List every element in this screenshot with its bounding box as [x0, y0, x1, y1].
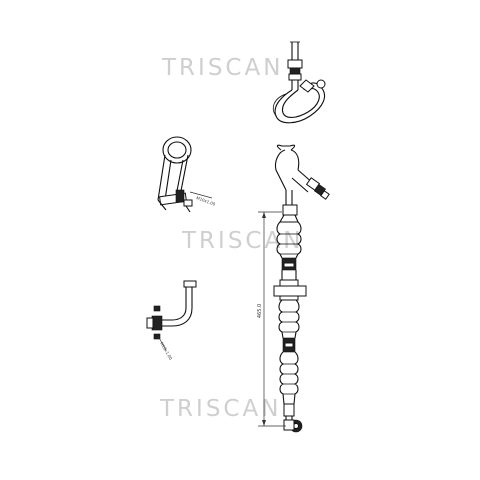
watermark-top: TRISCAN	[162, 55, 284, 81]
top-loop-detail	[272, 41, 326, 124]
length-dimension-label: 465.0	[257, 304, 263, 318]
elbow-detail: M10x1.00	[146, 280, 197, 361]
watermark-bottom: TRISCAN	[160, 396, 282, 422]
main-hose-assembly: 465.0	[257, 144, 330, 433]
thread-label-c: M10x1.00	[159, 341, 173, 361]
watermark-middle: TRISCAN	[182, 228, 304, 254]
left-loop-detail: M10x1.00	[157, 136, 217, 213]
thread-label-b: M10x1.00	[196, 195, 217, 207]
